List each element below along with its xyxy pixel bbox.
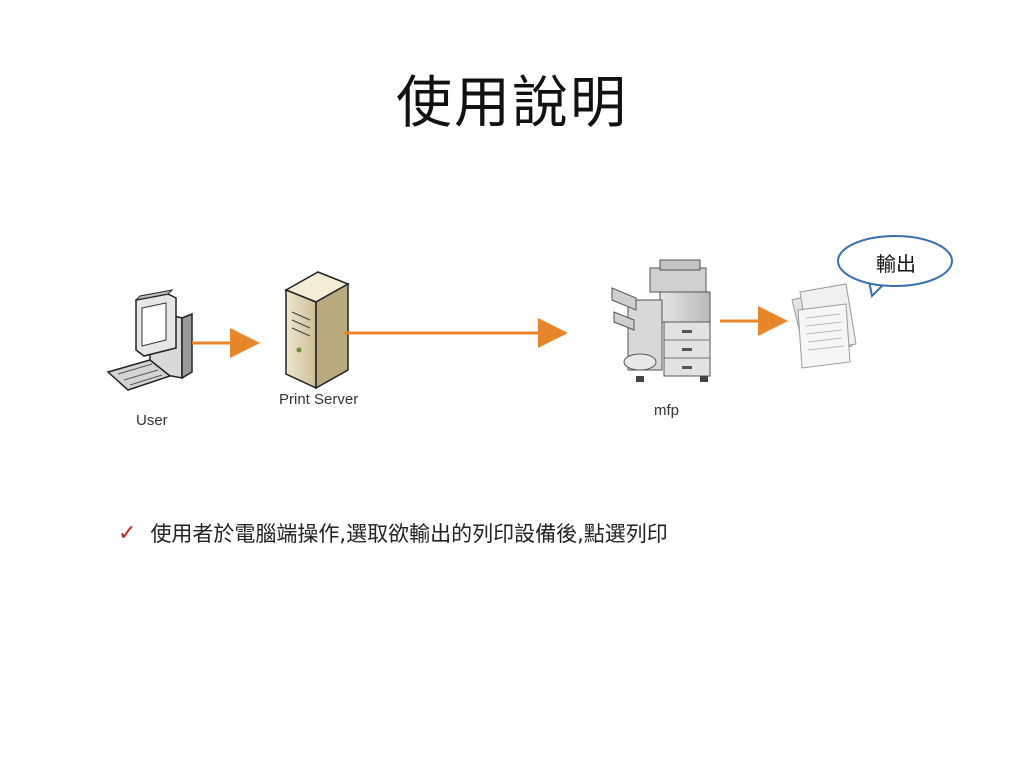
user-label: User: [136, 412, 168, 429]
checkmark-icon: ✓: [118, 520, 137, 546]
output-documents-icon: [791, 283, 857, 369]
bullet-text: 使用者於電腦端操作,選取欲輸出的列印設備後,點選列印: [150, 522, 668, 546]
print-server-label: Print Server: [279, 391, 359, 408]
output-callout: [837, 235, 953, 299]
mfp-printer-icon: [611, 259, 711, 382]
callout-label: 輸出: [876, 252, 916, 276]
page-title: 使用說明: [396, 71, 628, 136]
user-computer-icon: [106, 289, 193, 391]
bullet-item: ✓ 使用者於電腦端操作,選取欲輸出的列印設備後,點選列印: [118, 518, 668, 548]
mfp-label: mfp: [654, 402, 680, 419]
print-server-icon: [284, 271, 350, 390]
